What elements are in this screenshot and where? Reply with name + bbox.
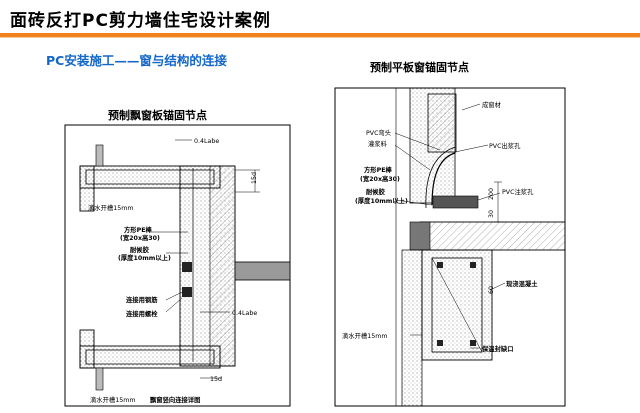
label-drip-top: 滴水开槽15mm (88, 203, 133, 212)
label-pvc-bend: PVC弯头 (366, 128, 391, 137)
label-insulation: 保温封缺口 (481, 344, 513, 353)
label-sealant-2-right: (厚度10mm以上) (355, 196, 408, 205)
slide-title: 面砖反打PC剪力墙住宅设计案例 (10, 11, 271, 31)
label-sealant-1-right: 耐候胶 (366, 187, 386, 196)
floor-slab (419, 221, 566, 251)
label-sealant-1: 耐候胶 (130, 245, 150, 254)
label-conn-rebar: 连接用钢筋 (126, 295, 158, 304)
pvc-bend-curve (431, 152, 456, 206)
label-pe-bar-1-right: 方形PE棒 (364, 165, 393, 174)
label-pvc-outlet: PVC出浆孔 (489, 141, 521, 150)
label-dim-60: 60 (488, 286, 495, 294)
label-cast-concrete: 现浇混凝土 (506, 279, 538, 288)
label-sealant-2: (厚度10mm以上) (118, 253, 171, 262)
title-rule (0, 33, 640, 37)
label-drip-right: 滴水开槽15mm (342, 331, 387, 340)
label-pvc-grout: PVC注浆孔 (502, 187, 534, 196)
wall-hatch (209, 165, 236, 367)
label-conn-bolt: 连接用螺栓 (126, 309, 158, 318)
label-15d-bottom: 15d (210, 376, 222, 383)
upper-slab-return (79, 165, 95, 212)
title-rule-shadow (0, 37, 640, 38)
label-pe-bar-2: (宽20x高30) (120, 233, 160, 242)
label-sealant-mat: 灌浆料 (368, 139, 388, 148)
lower-panel-inner (431, 257, 483, 353)
label-15d-right: 15d (251, 172, 258, 184)
label-drip-bottom: 滴水开槽15mm (90, 395, 135, 404)
finish-block (427, 93, 457, 153)
floor-beam (234, 261, 291, 281)
slab-top-plate (409, 221, 431, 251)
bolt-1 (182, 262, 192, 272)
bolt-2 (182, 287, 192, 297)
label-finish: 成窗材 (482, 100, 502, 109)
right-figure-caption: 预制平板窗锚固节点 (370, 61, 469, 74)
upper-finish (95, 144, 104, 167)
label-dim-30: 30 (488, 210, 495, 218)
lower-finish (95, 367, 104, 391)
label-dim-200: 200 (488, 188, 495, 200)
label-top-level: 0.4Labe (194, 138, 219, 145)
section-subtitle: PC安装施工——窗与结构的连接 (46, 53, 227, 68)
label-low-level: 0.4Labe (232, 310, 257, 317)
lower-slab-return (79, 329, 95, 369)
label-pe-bar-1: 方形PE棒 (124, 225, 153, 234)
left-figure-caption: 预制飘窗板锚固节点 (108, 109, 207, 122)
label-bottom-title: 飘窗竖向连接详图 (150, 395, 200, 404)
grout-block (432, 195, 479, 209)
lower-wall (401, 249, 423, 407)
label-pe-bar-2-right: (宽20x高30) (360, 174, 400, 183)
